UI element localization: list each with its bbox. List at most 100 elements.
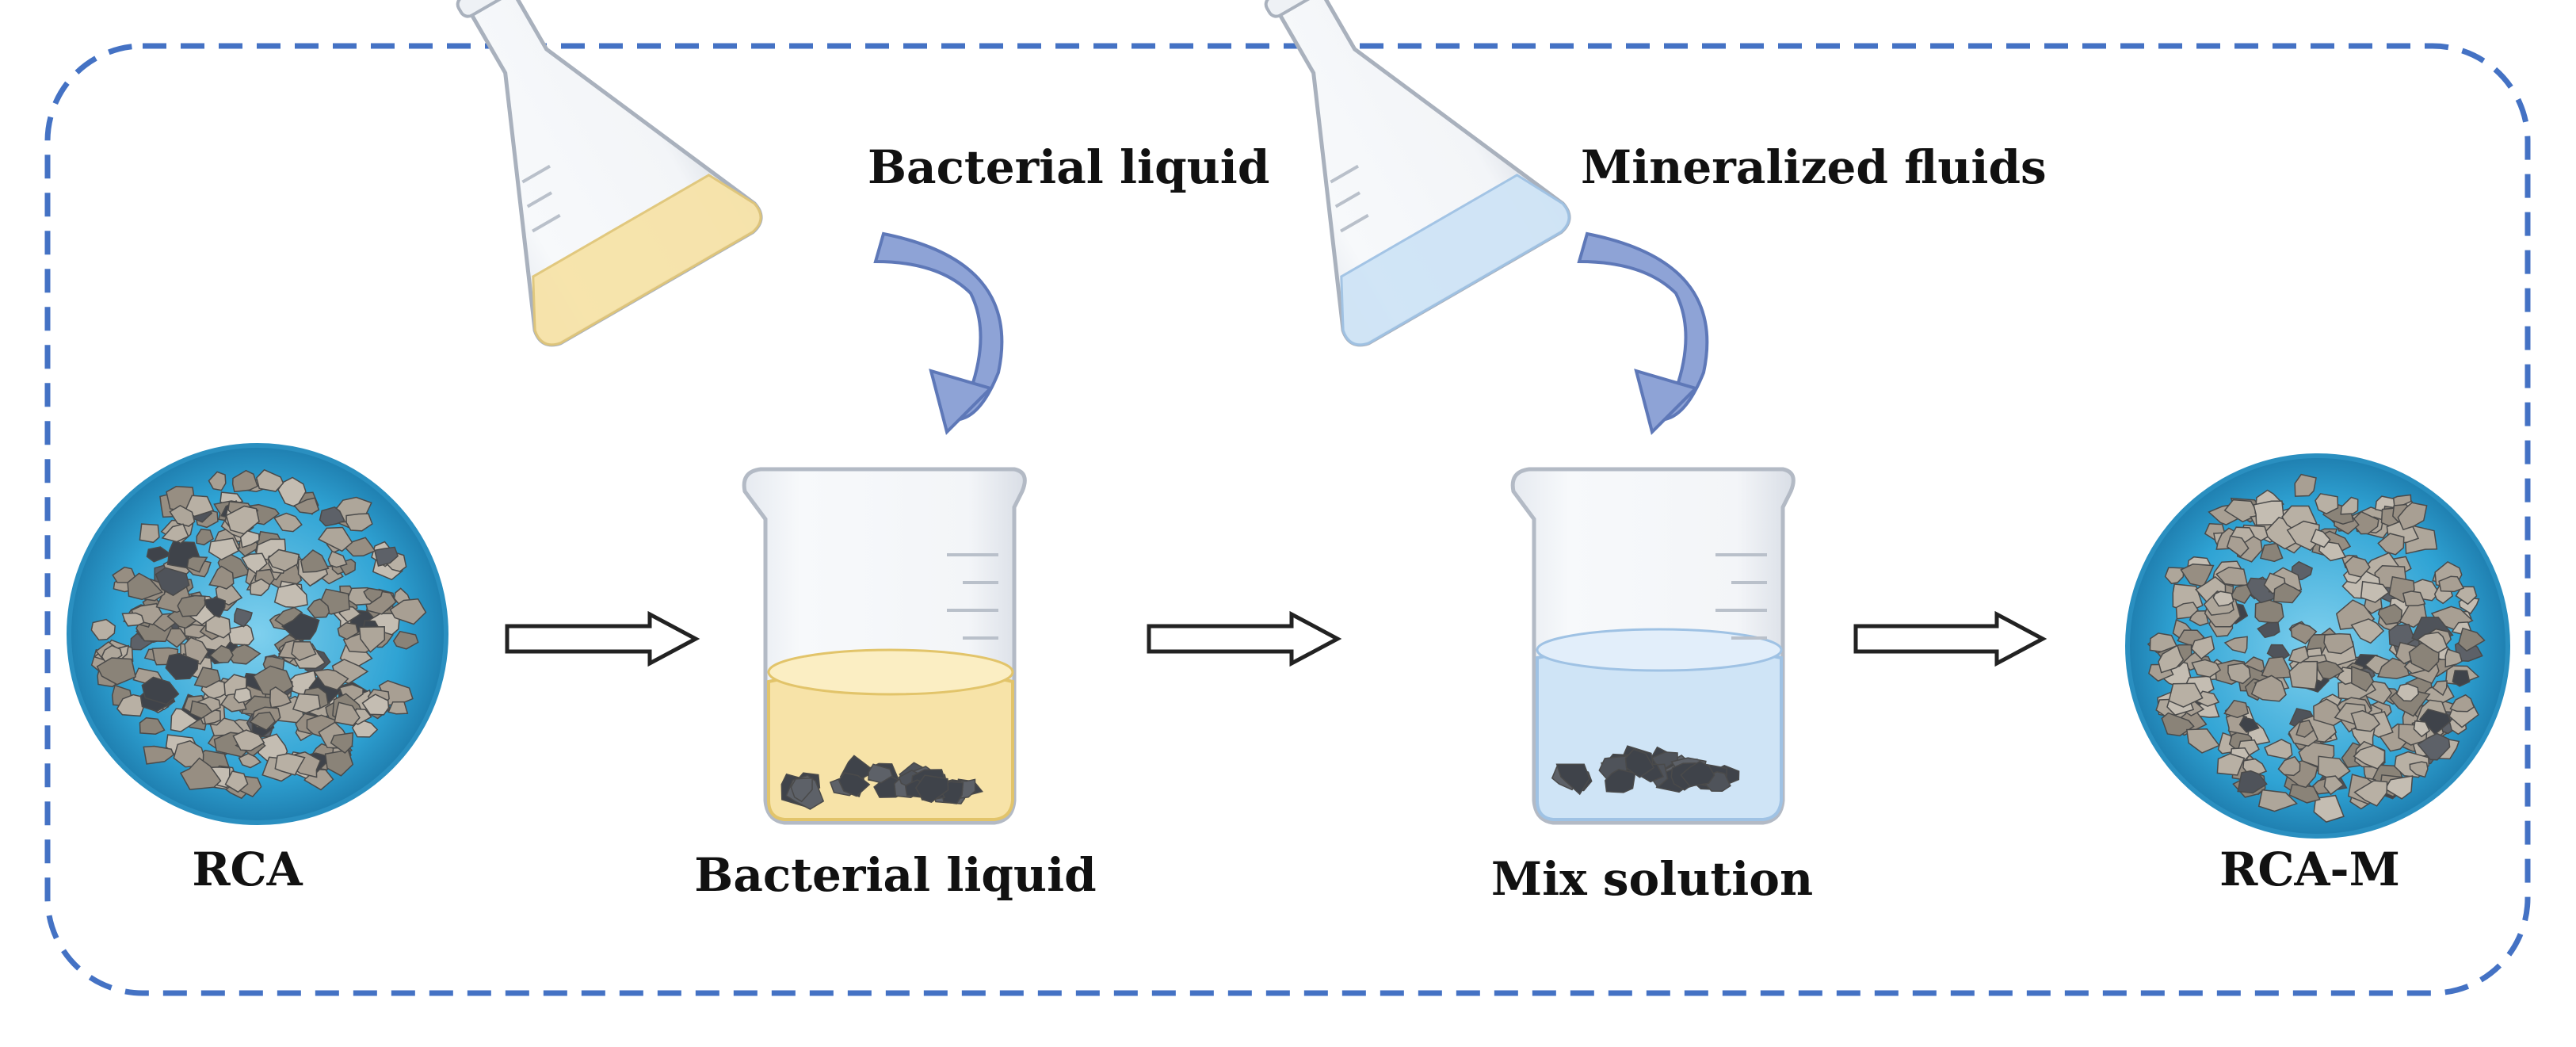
aggregate-stone (141, 676, 180, 705)
aggregate-stone (2161, 712, 2195, 737)
rca-dish (67, 443, 448, 825)
aggregate-stone (2377, 533, 2405, 556)
aggregate-stone (250, 578, 271, 597)
aggregate-stone (2438, 575, 2465, 593)
aggregate-stone (224, 770, 249, 793)
aggregate-stone (2353, 780, 2388, 807)
aggregate-stone (2158, 644, 2185, 674)
aggregate-stone (2350, 709, 2381, 732)
aggregate-stone (2290, 622, 2318, 645)
process-arrow-3 (1853, 610, 2047, 667)
aggregate-stone (2286, 520, 2320, 552)
aggregate-stone (227, 644, 261, 665)
aggregate-stone (227, 624, 254, 646)
aggregate-stone (373, 546, 399, 567)
aggregate-stone (2191, 659, 2222, 678)
aggregate-stone (2288, 660, 2318, 690)
aggregate-stone (2250, 674, 2287, 702)
rca-m-aggregate-pile (2147, 473, 2486, 823)
aggregate-stone (2310, 529, 2331, 548)
aggregate-stone (186, 556, 208, 573)
aggregate-stone (2444, 648, 2463, 668)
rca-aggregate-pile (90, 468, 427, 800)
aggregate-stone (2353, 744, 2386, 770)
mix-beaker-aggregate (1551, 745, 1740, 796)
aggregate-stone (2409, 761, 2429, 778)
aggregate-stone (161, 523, 189, 543)
aggregate-stone (330, 732, 354, 754)
aggregate-stone (387, 701, 409, 715)
aggregate-stone (96, 657, 136, 686)
aggregate-stone (165, 628, 188, 648)
aggregate-stone (177, 594, 206, 617)
aggregate-stone (2313, 698, 2345, 727)
aggregate-stone (2377, 603, 2402, 625)
aggregate-stone (2416, 632, 2448, 654)
mineralized-flask (1264, 0, 1571, 347)
aggregate-stone (2212, 590, 2234, 607)
aggregate-stone (185, 495, 215, 518)
beaker-stone (790, 777, 813, 803)
mineralized-pour-label: Mineralized fluids (1581, 140, 2047, 194)
process-arrow-1 (505, 610, 700, 667)
aggregate-stone (2185, 728, 2220, 754)
aggregate-stone (143, 745, 175, 765)
aggregate-stone (2402, 590, 2426, 606)
aggregate-stone (2296, 719, 2315, 738)
aggregate-stone (273, 583, 308, 608)
mix-beaker (1510, 467, 1796, 825)
aggregate-stone (2259, 542, 2284, 563)
aggregate-stone (193, 667, 221, 688)
aggregate-stone (273, 512, 303, 533)
aggregate-stone (2449, 694, 2475, 713)
aggregate-stone (2277, 755, 2301, 777)
aggregate-stone (2226, 535, 2250, 558)
aggregate-stone (189, 700, 213, 720)
aggregate-stone (2397, 502, 2428, 531)
aggregate-stone (2452, 670, 2471, 687)
process-arrow-2 (1147, 610, 1342, 667)
aggregate-stone (2223, 636, 2248, 654)
aggregate-stone (2216, 753, 2246, 776)
aggregate-stone (293, 497, 320, 514)
aggregate-stone (2340, 496, 2359, 515)
aggregate-stone (196, 528, 215, 546)
aggregate-stone (2257, 789, 2298, 812)
aggregate-stone (112, 566, 138, 583)
beaker-stone (1680, 760, 1715, 787)
aggregate-stone (345, 513, 373, 532)
aggregate-stone (2288, 783, 2321, 804)
aggregate-stone (267, 548, 300, 572)
aggregate-stone (239, 529, 260, 548)
aggregate-stone (2294, 473, 2317, 497)
beaker-stone (914, 774, 949, 804)
dashed-frame (44, 43, 2531, 996)
aggregate-stone (292, 693, 321, 714)
aggregate-stone (363, 587, 384, 603)
aggregate-stone (291, 640, 317, 662)
aggregate-stone (234, 607, 254, 628)
aggregate-stone (2323, 632, 2355, 655)
aggregate-stone (139, 716, 166, 735)
aggregate-stone (324, 749, 354, 777)
aggregate-stone (127, 572, 163, 601)
aggregate-stone (2215, 567, 2249, 587)
aggregate-stone (90, 618, 116, 641)
aggregate-stone (2384, 775, 2414, 800)
aggregate-stone (2360, 580, 2390, 603)
aggregate-stone (319, 506, 345, 527)
aggregate-stone (165, 652, 199, 680)
aggregate-stone (2223, 499, 2260, 523)
aggregate-stone (2457, 627, 2486, 652)
aggregate-stone (307, 598, 330, 618)
aggregate-stone (179, 757, 222, 790)
rca-label: RCA (192, 843, 303, 896)
aggregate-stone (2455, 586, 2478, 606)
aggregate-stone (2254, 598, 2284, 625)
bacterial-beaker (742, 467, 1027, 825)
beaker-stone (868, 763, 894, 784)
aggregate-stone (2323, 775, 2345, 796)
aggregate-stone (280, 612, 320, 640)
aggregate-stone (204, 597, 226, 618)
